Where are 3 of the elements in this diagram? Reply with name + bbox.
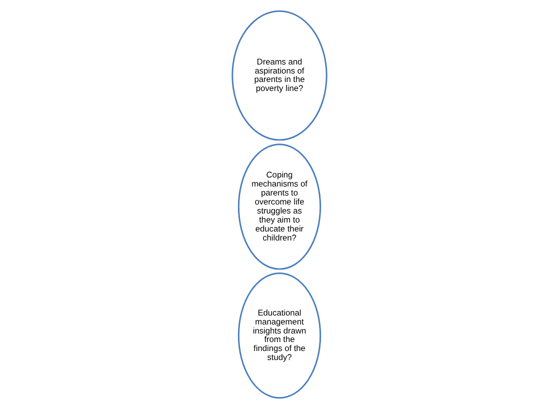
node-ellipse: Coping mechanisms of parents to overcome life struggles as they aim to educate their children?: [238, 144, 322, 270]
node-ellipse: Dreams and aspirations of parents in the poverty line?: [232, 10, 328, 141]
node-ellipse: Educational management insights drawn from the findings of the study?: [238, 272, 322, 399]
